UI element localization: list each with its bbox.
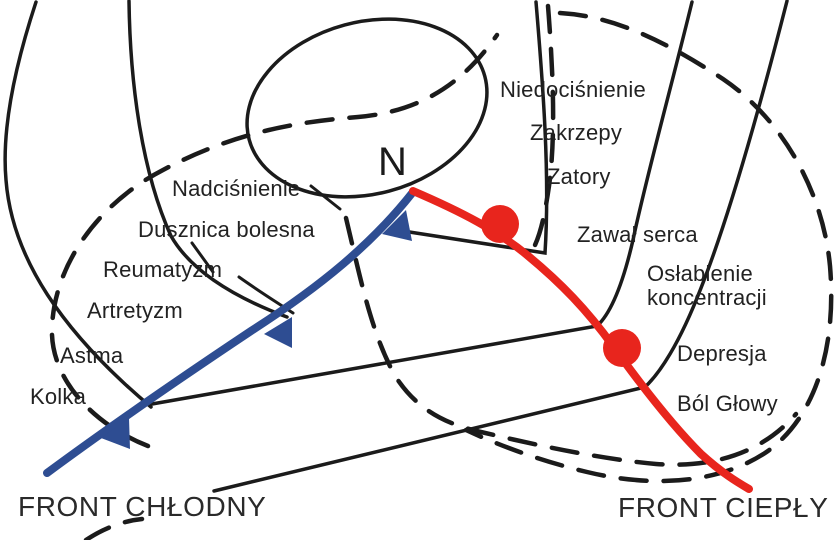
ailment-dusznica-bolesna: Dusznica bolesna [138,217,315,242]
isobar-low-center-oval [245,17,489,199]
ailment-zawal-serca: Zawał serca [577,222,698,247]
cold-front-triangle [264,317,292,348]
warm-front-line-group [409,187,753,493]
ailment-kolka: Kolka [30,384,87,409]
isobar-dashed-outer-left [49,32,500,449]
cold-front-name: FRONT CHŁODNY [18,491,267,522]
warm-front-half-circle [481,205,519,243]
leader-dusznica [190,241,215,274]
isobar-dashed-corner [83,516,145,540]
ailment-artretyzm: Artretyzm [87,298,183,323]
isobar-warmsector-mid [150,0,694,406]
ailment-nadcisnienie: Nadciśnienie [172,176,301,201]
ailment-bol-glowy: Ból Głowy [677,391,778,416]
isobar-left-inner [127,0,289,319]
warm-front-name: FRONT CIEPŁY [618,492,829,523]
ailment-zakrzepy: Zakrzepy [530,120,623,145]
ailment-niedocisnienie: Niedociśnienie [500,77,646,102]
isobar-left-outer [3,0,153,409]
isobar-warmsector-low [212,0,789,493]
ailment-astma: Astma [60,343,124,368]
warm-front-half-circle [603,329,641,367]
isobar-dashed-outer-right [463,10,834,484]
cold-front-line [43,188,417,477]
isobar-dashed-inner-top [528,3,556,256]
ailment-depresja: Depresja [677,341,767,366]
cold-front-triangle [101,418,130,449]
low-pressure-label: N [378,140,407,184]
cold-front-line-group [43,188,417,477]
isobar-warmsector-top [388,0,549,256]
ailment-zatory: Zatory [547,164,611,189]
leader-nadcisnienie [309,184,342,211]
cold-front-triangle [382,210,412,241]
ailment-oslabienie-koncentracji: Osłabienie koncentracji [647,261,767,310]
ailment-reumatyzm: Reumatyzm [103,257,223,282]
